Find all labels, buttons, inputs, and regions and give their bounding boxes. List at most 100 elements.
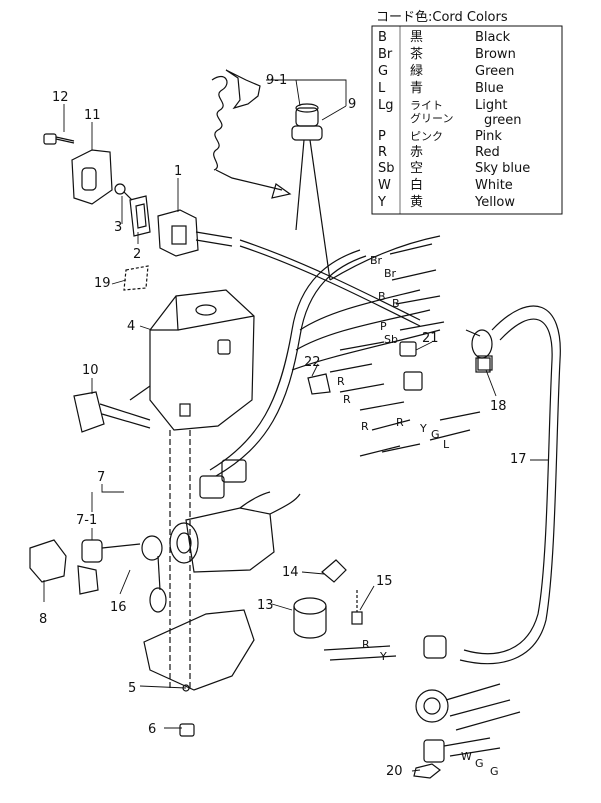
part-label-6: 6 (148, 722, 156, 737)
wire-label-w: W (461, 750, 472, 763)
legend-code: Br (378, 47, 393, 62)
plate-5-drawing (143, 609, 255, 692)
legend-jp: ライト (410, 99, 443, 112)
part-label-7-1: 7-1 (76, 513, 97, 528)
legend-jp: ピンク (410, 130, 443, 143)
part-label-9: 9 (348, 97, 356, 112)
part-label-2: 2 (133, 247, 141, 262)
legend-en-line2: green (484, 113, 522, 128)
screw-12-drawing (43, 133, 75, 145)
legend-en: Pink (475, 129, 502, 144)
lanyard-9-1-drawing (211, 69, 292, 199)
legend-code: Y (377, 195, 386, 210)
part-label-4: 4 (127, 319, 135, 334)
legend-code: G (378, 64, 388, 79)
screw-6-drawing (179, 723, 195, 737)
part-label-14: 14 (282, 565, 299, 580)
legend-row-y: Y 黄 Yellow (377, 195, 515, 210)
legend-row-br: Br 茶 Brown (378, 46, 516, 62)
part-label-1: 1 (174, 164, 182, 179)
cable-end-connectors (415, 635, 521, 763)
wire-label-r: R (396, 416, 404, 429)
legend-jp: 茶 (410, 46, 423, 62)
part-label-11: 11 (84, 108, 101, 123)
bracket-2-drawing (129, 195, 151, 237)
keys-7-1-drawing (77, 539, 141, 595)
part-label-3: 3 (114, 220, 122, 235)
part-label-7: 7 (97, 470, 105, 485)
part-labels: 12 11 1 3 2 19 4 10 7 7-1 8 16 5 6 13 14… (39, 73, 527, 779)
part-label-16: 16 (110, 600, 127, 615)
terminal-20-drawing (413, 763, 441, 779)
legend-en: Yellow (474, 195, 515, 210)
wire-label-g: G (431, 428, 440, 441)
legend-jp: 空 (410, 161, 423, 176)
leader-lines (43, 79, 548, 772)
wire-label-p: P (380, 320, 387, 333)
legend-code: R (378, 145, 387, 160)
part-label-20: 20 (386, 764, 403, 779)
part-label-13: 13 (257, 598, 274, 613)
legend-en: White (475, 178, 513, 193)
part-label-19: 19 (94, 276, 111, 291)
line-art (29, 69, 561, 779)
part-label-5: 5 (128, 681, 136, 696)
wire-label-br: Br (370, 254, 383, 267)
bolt-15-drawing (351, 590, 363, 625)
wire-label-sb: Sb (384, 333, 398, 346)
stop-switch-9-drawing (291, 103, 331, 281)
legend-jp: 赤 (410, 145, 423, 160)
wire-label-b: B (392, 297, 400, 310)
label-19-drawing (123, 265, 149, 291)
legend-en: Brown (475, 47, 516, 62)
connector-10-drawing (73, 385, 151, 433)
legend-en: Light (475, 98, 507, 113)
cord-color-legend: コード色:Cord Colors B 黒 Black Br 茶 Brown G … (371, 9, 563, 215)
clamp-13-drawing (293, 597, 397, 661)
legend-code: L (378, 81, 386, 96)
legend-row-r: R 赤 Red (378, 145, 500, 160)
wire-label-g: G (475, 757, 484, 770)
control-box-4-drawing (149, 289, 255, 690)
wire-label-r: R (343, 393, 351, 406)
legend-jp: 緑 (410, 64, 423, 79)
part-label-12: 12 (52, 90, 69, 105)
legend-code: W (378, 178, 391, 193)
part-label-22: 22 (304, 355, 321, 370)
legend-code: Lg (378, 98, 394, 113)
legend-row-g: G 緑 Green (378, 64, 514, 79)
legend-row-b: B 黒 Black (378, 30, 511, 45)
legend-jp-line2: グリーン (410, 111, 453, 125)
part-label-9-1: 9-1 (266, 73, 287, 88)
bracket-14-drawing (321, 559, 347, 583)
legend-code: P (378, 129, 386, 144)
legend-jp: 黒 (410, 30, 423, 45)
wire-label-r: R (337, 375, 345, 388)
legend-jp: 白 (410, 177, 423, 193)
legend-code: B (378, 30, 387, 45)
part-label-17: 17 (510, 452, 527, 467)
wire-label-l: L (443, 438, 450, 451)
cap-16-drawing (141, 535, 167, 613)
legend-en: Black (475, 30, 511, 45)
legend-en: Blue (475, 81, 504, 96)
key-holder-8-drawing (29, 539, 67, 583)
part-label-21: 21 (422, 331, 439, 346)
switch-1-drawing (157, 209, 233, 257)
wire-label-r: R (362, 638, 370, 651)
legend-en: Sky blue (475, 161, 530, 176)
wire-label-r: R (361, 420, 369, 433)
legend-en: Green (475, 64, 514, 79)
part-label-18: 18 (490, 399, 507, 414)
wire-label-y: Y (419, 422, 427, 435)
plate-11-drawing (71, 149, 113, 205)
wire-labels: Br Br B B P Sb R R R R Y G L R Y W G G (337, 254, 499, 778)
part-label-8: 8 (39, 612, 47, 627)
legend-title: コード色:Cord Colors (376, 9, 508, 25)
part-label-10: 10 (82, 363, 99, 378)
legend-jp: 青 (410, 81, 423, 96)
legend-row-l: L 青 Blue (378, 81, 504, 96)
small-parts-drawing (307, 355, 493, 395)
